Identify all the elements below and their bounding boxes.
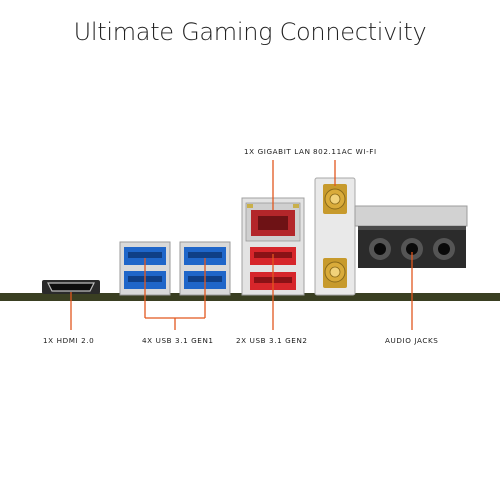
label-audio-jacks: AUDIO JACKS [385, 336, 439, 345]
label-wifi: 802.11AC WI-FI [313, 147, 377, 156]
label-gigabit-lan: 1X GIGABIT LAN [244, 147, 311, 156]
antenna-connector-icon [314, 177, 356, 296]
callout-lines [70, 160, 413, 330]
motherboard-edge [0, 293, 500, 301]
hdmi-port-icon [42, 280, 100, 294]
label-hdmi: 1X HDMI 2.0 [43, 336, 95, 345]
label-usb-gen1: 4X USB 3.1 GEN1 [142, 336, 214, 345]
label-usb-gen2: 2X USB 3.1 GEN2 [236, 336, 308, 345]
page-title: Ultimate Gaming Connectivity [73, 18, 427, 46]
audio-jack-icon [354, 205, 468, 268]
